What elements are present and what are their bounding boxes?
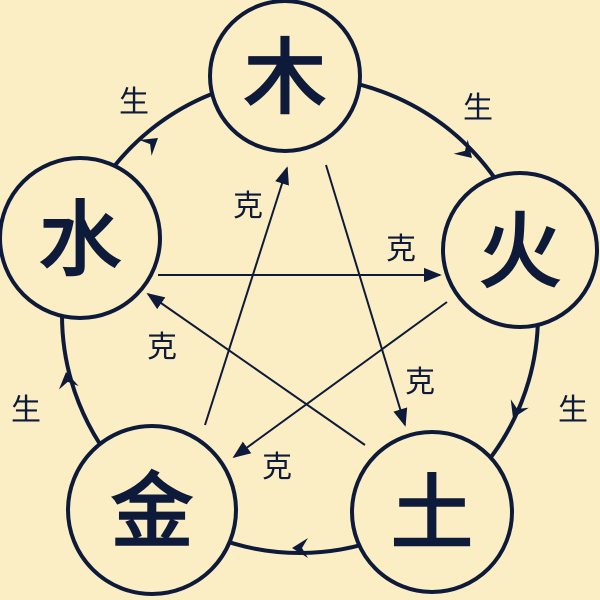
overcome-earth-water [146, 292, 366, 446]
generate-label: 生 [119, 85, 149, 120]
overcome-label: 克 [147, 330, 177, 365]
generate-label: 生 [558, 393, 588, 428]
element-fire-label: 火 [479, 205, 561, 300]
element-wood: 木 [208, 0, 362, 153]
element-fire: 火 [441, 171, 599, 329]
element-earth: 土 [350, 430, 514, 594]
generate-arrow-fire-earth [510, 399, 529, 418]
generate-label: 生 [463, 91, 493, 126]
overcome-metal-wood [204, 166, 289, 426]
overcome-label: 克 [386, 232, 416, 267]
overcome-label: 克 [233, 189, 263, 224]
element-water-label: 水 [39, 193, 122, 288]
overcome-fire-metal [232, 301, 448, 459]
generate-arrow-wood-fire [453, 139, 472, 158]
element-metal-label: 金 [110, 465, 194, 560]
generate-label: 生 [11, 393, 41, 428]
overcome-label: 克 [262, 450, 292, 485]
element-metal: 金 [66, 424, 238, 596]
element-water: 水 [0, 156, 162, 320]
overcome-label: 克 [405, 365, 435, 400]
generate-arrow-water-wood [139, 138, 158, 156]
generate-arrow-earth-metal [292, 538, 308, 558]
element-wood-label: 木 [244, 31, 326, 126]
generate-arrow-metal-water [58, 372, 79, 390]
element-earth-label: 土 [391, 467, 473, 562]
overcome-wood-earth [325, 164, 408, 427]
